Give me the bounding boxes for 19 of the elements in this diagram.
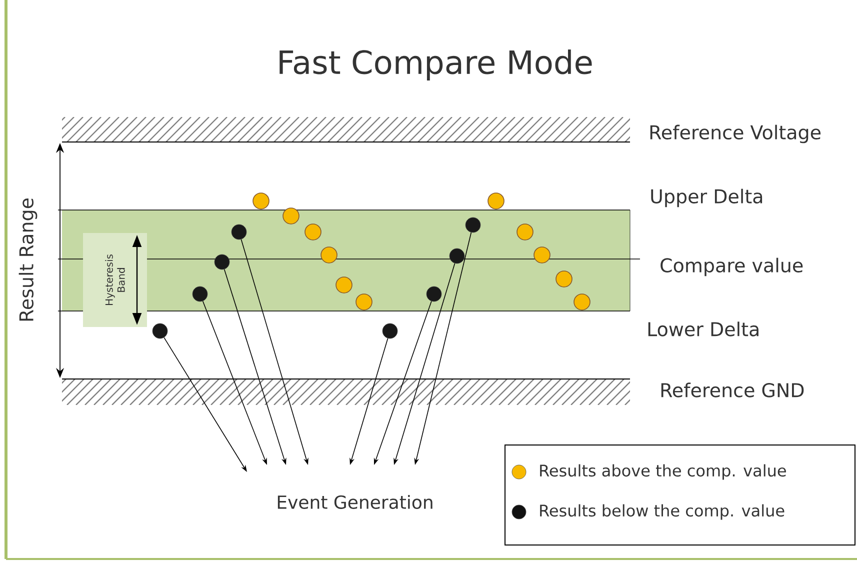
result-dot <box>382 323 398 339</box>
level-label: Compare value <box>660 258 803 276</box>
result-dot <box>192 286 208 302</box>
band-label: Hysteresis Band <box>105 254 125 305</box>
level-label: Reference Voltage <box>650 124 821 144</box>
axis-label: Result Range <box>18 198 38 321</box>
legend-label: Results below the comp. value <box>540 504 784 520</box>
level-label: Lower Delta <box>648 322 758 336</box>
result-dot <box>465 217 481 233</box>
caption-label: Event Generation <box>278 495 432 509</box>
title: Fast Compare Mode <box>280 50 592 80</box>
result-dot <box>231 224 247 240</box>
level-label: Upper Delta <box>651 188 762 208</box>
result-dot <box>449 248 465 264</box>
level-label: Reference GND <box>661 382 804 398</box>
legend-label: Results above the comp. value <box>540 464 786 480</box>
result-dot <box>152 323 168 339</box>
result-dot <box>214 254 230 270</box>
result-dot <box>426 286 442 302</box>
